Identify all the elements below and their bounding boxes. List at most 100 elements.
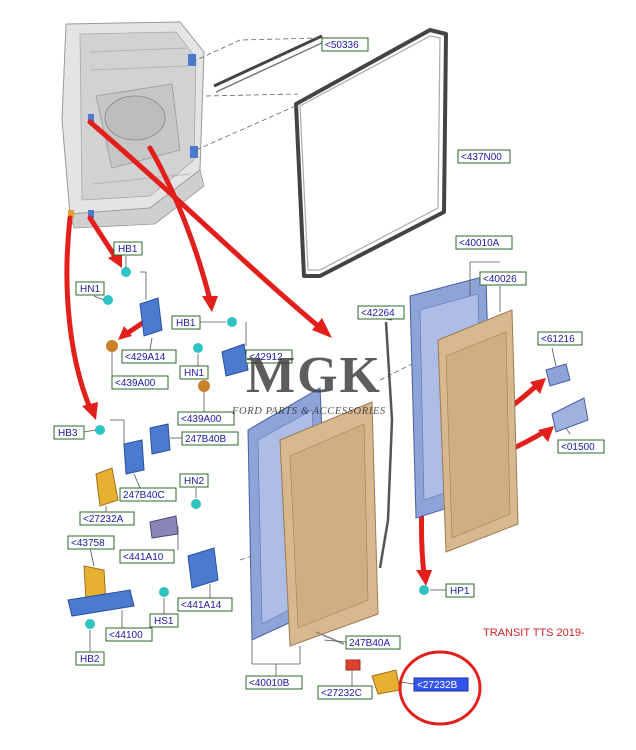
callout-40026[interactable]: <40026 xyxy=(479,271,527,286)
svg-text:<439A00: <439A00 xyxy=(115,378,156,389)
svg-text:<429A14: <429A14 xyxy=(125,352,166,363)
bolt-icon xyxy=(85,619,95,629)
svg-text:HB1: HB1 xyxy=(176,318,196,329)
svg-text:<27232B: <27232B xyxy=(417,680,458,691)
highlight-circle xyxy=(398,650,482,726)
door-seal-437N00 xyxy=(294,28,448,278)
striker-icon xyxy=(88,114,94,122)
svg-text:247B40C: 247B40C xyxy=(123,490,165,501)
handle-icon xyxy=(371,669,401,695)
striker-icon xyxy=(123,439,145,475)
svg-text:HB1: HB1 xyxy=(118,244,138,255)
svg-text:<50336: <50336 xyxy=(325,40,359,51)
callout-HN2[interactable]: HN2 xyxy=(179,473,209,488)
bracket-icon xyxy=(149,515,179,539)
bolt-icon xyxy=(95,425,105,435)
svg-text:<42264: <42264 xyxy=(361,308,395,319)
svg-text:<439A00: <439A00 xyxy=(181,414,222,425)
bushing-icon xyxy=(198,380,210,392)
callout-HB1-upper[interactable]: HB1 xyxy=(113,241,143,256)
callout-HB3[interactable]: HB3 xyxy=(53,425,85,440)
hinge-icon xyxy=(139,297,163,337)
callout-247B40C[interactable]: 247B40C xyxy=(119,487,177,502)
svg-text:247B40A: 247B40A xyxy=(349,638,390,649)
rear-door-lower-assembly xyxy=(247,387,379,676)
callout-247B40A[interactable]: 247B40A xyxy=(345,635,401,650)
model-caption: TRANSIT TTS 2019- xyxy=(483,627,585,639)
callout-43758[interactable]: <43758 xyxy=(67,535,115,550)
callout-27232C[interactable]: <27232C xyxy=(317,685,373,700)
svg-text:<42912: <42912 xyxy=(249,352,283,363)
svg-text:<44100: <44100 xyxy=(109,630,143,641)
callout-61216[interactable]: <61216 xyxy=(537,331,583,346)
callout-42912[interactable]: <42912 xyxy=(245,349,293,364)
bolt-icon xyxy=(419,585,429,595)
svg-text:<40010A: <40010A xyxy=(459,238,500,249)
callout-441A10[interactable]: <441A10 xyxy=(119,549,175,564)
outside-handle-27232 xyxy=(315,631,401,695)
svg-text:<61216: <61216 xyxy=(541,334,575,345)
bolt-icon xyxy=(193,343,203,353)
callout-HS1[interactable]: HS1 xyxy=(149,613,179,628)
callout-HN1-upper[interactable]: HN1 xyxy=(75,281,105,296)
bumper-icon xyxy=(68,210,74,218)
callout-42264[interactable]: <42264 xyxy=(357,305,405,320)
svg-text:<40026: <40026 xyxy=(483,274,517,285)
callout-40010A[interactable]: <40010A xyxy=(455,235,513,250)
callout-27232A[interactable]: <27232A xyxy=(79,511,135,526)
callout-441A14[interactable]: <441A14 xyxy=(177,597,233,612)
striker-icon xyxy=(149,423,171,455)
svg-text:<27232A: <27232A xyxy=(83,514,124,525)
hinge-icon xyxy=(188,54,196,66)
bracket-61216 xyxy=(545,347,571,387)
actuator-rod-icon xyxy=(67,589,135,617)
callout-HB2[interactable]: HB2 xyxy=(75,651,105,666)
callout-HB1-middle[interactable]: HB1 xyxy=(171,315,201,330)
hinge-icon xyxy=(221,343,249,377)
callout-labels: <50336 <437N00 <40010A <40026 <42264 <61… xyxy=(53,37,605,700)
svg-text:<01500: <01500 xyxy=(561,442,595,453)
callout-HN1-middle[interactable]: HN1 xyxy=(179,365,209,380)
svg-text:<27232C: <27232C xyxy=(321,688,362,699)
callout-439A00-upper[interactable]: <439A00 xyxy=(111,375,169,390)
svg-text:HB2: HB2 xyxy=(80,654,100,665)
svg-text:HN1: HN1 xyxy=(80,284,100,295)
hinge-icon xyxy=(187,547,219,589)
callout-40010B[interactable]: <40010B xyxy=(245,675,303,690)
bushing-icon xyxy=(106,340,118,352)
svg-text:<441A14: <441A14 xyxy=(181,600,222,611)
svg-text:HN2: HN2 xyxy=(184,476,204,487)
van-body xyxy=(61,21,205,229)
bolt-icon xyxy=(191,499,201,509)
watermark-subtitle: FORD PARTS & ACCESSORIES xyxy=(231,406,386,417)
hinge-icon xyxy=(190,146,198,158)
callout-439A00-middle[interactable]: <439A00 xyxy=(177,411,235,426)
weatherstrip-50336 xyxy=(213,34,325,93)
cable-clip-icon xyxy=(345,659,361,671)
callout-HP1[interactable]: HP1 xyxy=(445,583,475,598)
callout-44100[interactable]: <44100 xyxy=(105,627,153,642)
svg-text:HB3: HB3 xyxy=(58,428,78,439)
svg-text:247B40B: 247B40B xyxy=(185,434,226,445)
svg-text:<40010B: <40010B xyxy=(249,678,290,689)
bracket-01500 xyxy=(551,397,589,435)
bolt-icon xyxy=(121,267,131,277)
callout-247B40B[interactable]: 247B40B xyxy=(181,431,239,446)
callout-429A14[interactable]: <429A14 xyxy=(121,349,177,364)
svg-text:HS1: HS1 xyxy=(154,616,174,627)
callout-27232B[interactable]: <27232B xyxy=(413,677,469,692)
latch-icon xyxy=(95,467,119,507)
watermark-logo: MGK xyxy=(246,347,382,404)
bolt-icon xyxy=(103,295,113,305)
svg-text:<43758: <43758 xyxy=(71,538,105,549)
left-hardware xyxy=(67,267,429,629)
svg-text:<437N00: <437N00 xyxy=(461,152,502,163)
watermark: MGK FORD PARTS & ACCESSORIES xyxy=(231,347,386,417)
callout-50336[interactable]: <50336 xyxy=(321,37,369,52)
callout-01500[interactable]: <01500 xyxy=(557,439,605,454)
callout-437N00[interactable]: <437N00 xyxy=(457,149,511,164)
svg-text:HN1: HN1 xyxy=(184,368,204,379)
svg-text:HP1: HP1 xyxy=(450,586,470,597)
svg-text:<441A10: <441A10 xyxy=(123,552,164,563)
